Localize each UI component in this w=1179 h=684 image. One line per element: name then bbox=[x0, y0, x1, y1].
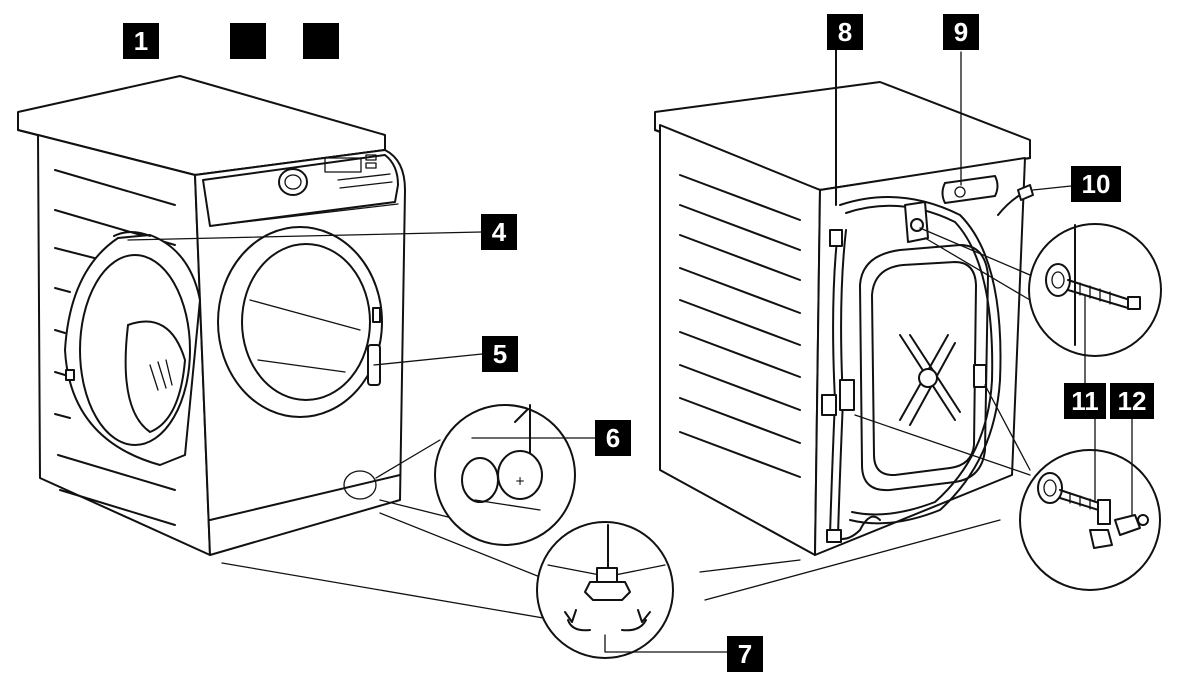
rear-machine bbox=[654, 19, 1072, 556]
door-ring bbox=[217, 226, 383, 418]
foot-nut bbox=[584, 581, 631, 601]
callout-5: 5 bbox=[482, 336, 518, 372]
counterclockwise-arrow-icon bbox=[567, 619, 591, 632]
filter-flap bbox=[343, 470, 377, 500]
callout-1: 1 bbox=[123, 23, 159, 59]
callout-7: 7 bbox=[727, 636, 763, 672]
filter-cap-b bbox=[497, 450, 543, 500]
hose-clip-left bbox=[821, 394, 837, 416]
drain-fitting bbox=[1037, 472, 1063, 504]
filter-cap-a bbox=[461, 457, 499, 503]
front-machine bbox=[17, 75, 483, 556]
rear-label-plate bbox=[941, 175, 999, 204]
callout-9: 9 bbox=[943, 14, 979, 50]
hose-clip-mid bbox=[839, 379, 855, 411]
hose-clip-right bbox=[973, 364, 987, 388]
clockwise-arrow-icon bbox=[621, 619, 647, 632]
callout-8: 8 bbox=[827, 14, 863, 50]
hose-end bbox=[826, 529, 842, 543]
inlet-nut bbox=[1127, 296, 1141, 310]
callout-11: 11 bbox=[1064, 383, 1106, 419]
rear-side-slots bbox=[679, 174, 801, 478]
door-latch bbox=[372, 307, 381, 323]
panel-buttons bbox=[337, 154, 393, 189]
inlet-detail bbox=[919, 223, 1162, 384]
door-hook bbox=[65, 369, 75, 381]
drain-hose bbox=[829, 229, 881, 540]
drain-clamp bbox=[1097, 499, 1111, 525]
back-cover bbox=[859, 244, 989, 492]
hose-clip-top bbox=[829, 229, 843, 247]
door-glass bbox=[241, 243, 371, 401]
drain-clip bbox=[1114, 514, 1141, 536]
inlet-detail-circle bbox=[1028, 223, 1162, 357]
drain-elbow bbox=[1089, 529, 1113, 549]
filter-detail: + bbox=[375, 404, 596, 546]
callout-10: 10 bbox=[1071, 166, 1121, 202]
program-dial bbox=[278, 168, 308, 196]
drain-screw bbox=[1137, 514, 1149, 526]
callout-4: 4 bbox=[481, 214, 517, 250]
drain-detail bbox=[854, 384, 1161, 591]
callout-3 bbox=[303, 23, 339, 59]
open-door bbox=[64, 234, 201, 466]
open-door-inner bbox=[79, 254, 191, 446]
callout-6: 6 bbox=[595, 420, 631, 456]
inlet-fitting bbox=[1045, 263, 1071, 297]
side-vent-slots bbox=[54, 169, 176, 526]
foot-screw bbox=[596, 567, 618, 583]
power-plug bbox=[1017, 184, 1034, 201]
back-cover-ribs bbox=[899, 334, 961, 426]
display bbox=[324, 157, 362, 173]
plus-icon: + bbox=[515, 474, 525, 488]
callout-2 bbox=[230, 23, 266, 59]
callout-12: 12 bbox=[1110, 383, 1154, 419]
foot-detail bbox=[221, 512, 1001, 659]
rear-side-panel bbox=[659, 124, 821, 556]
